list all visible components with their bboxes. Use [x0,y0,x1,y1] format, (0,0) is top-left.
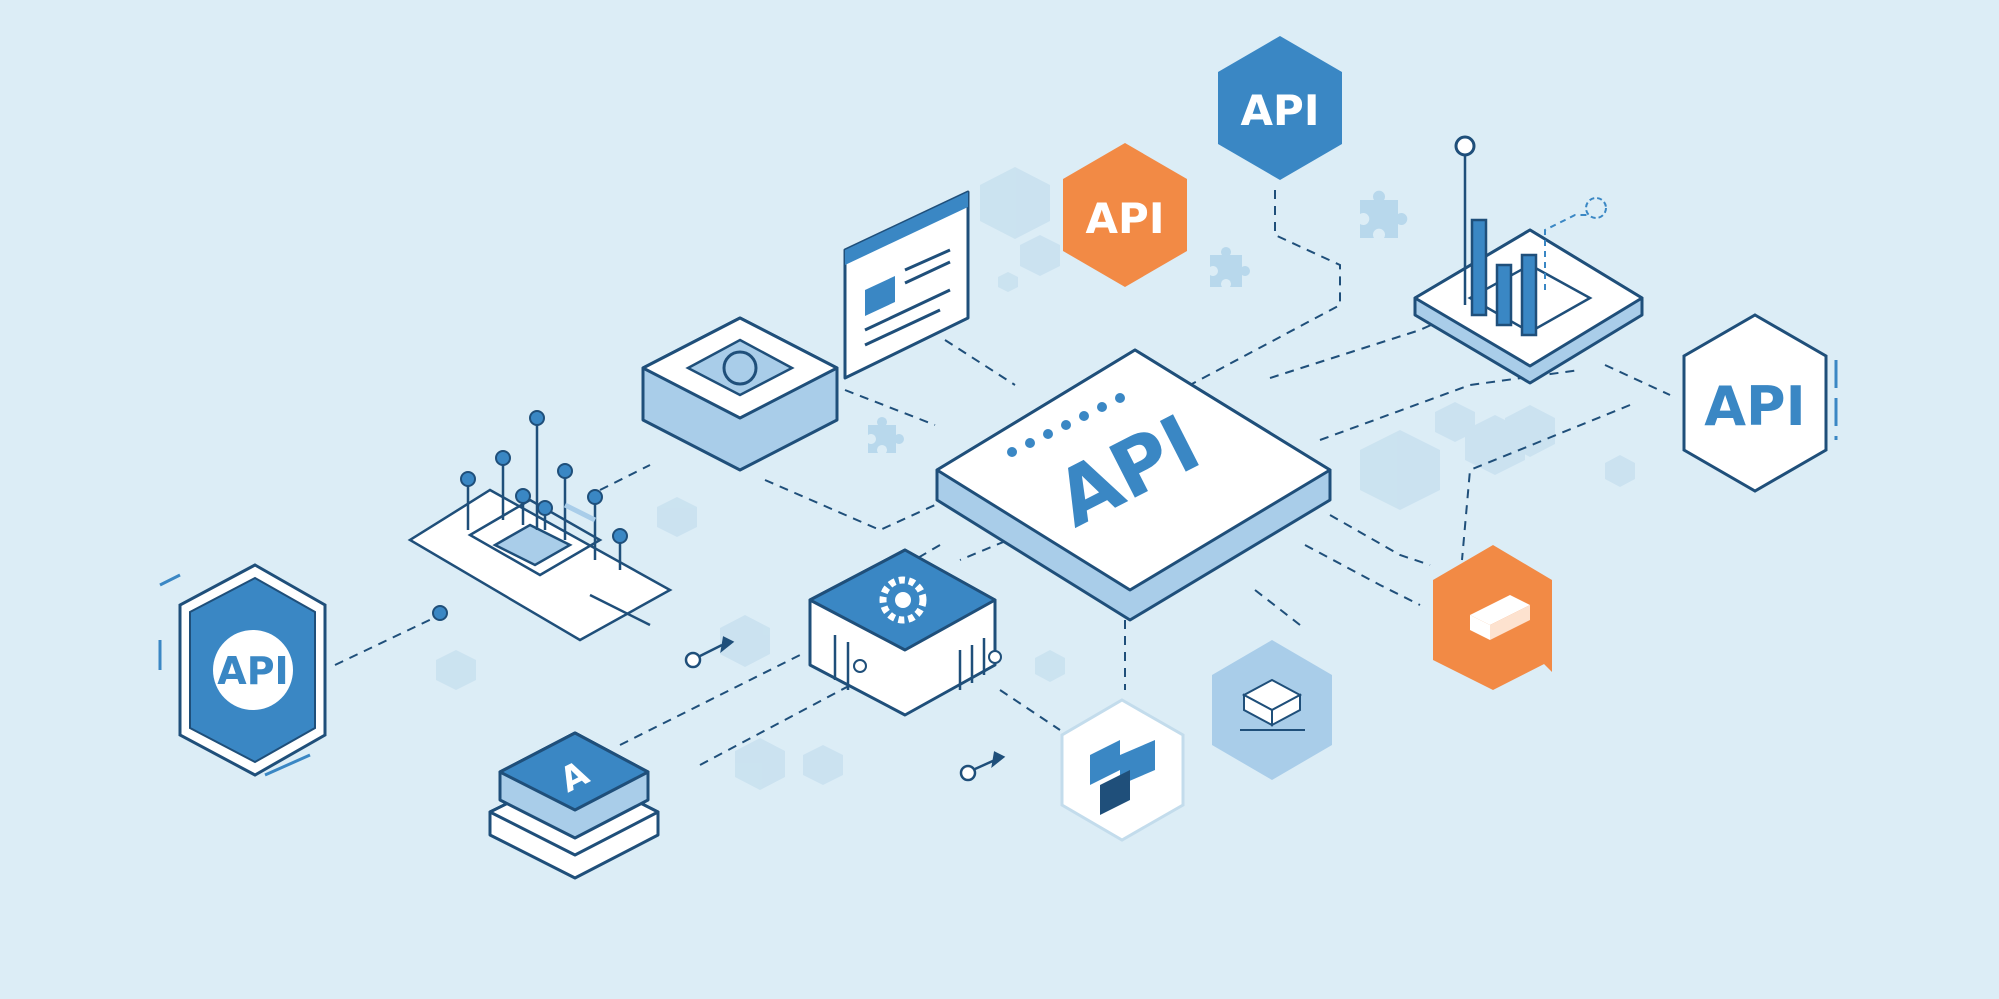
sync-device-icon[interactable] [641,316,839,472]
right-api-hex-label: API [1704,375,1805,438]
orange-data-hex[interactable] [1433,545,1552,690]
left-api-hex-label: API [217,649,288,693]
api-hub-block[interactable]: API [935,348,1332,622]
layers-icon[interactable]: A [488,731,660,880]
connector-arrow-icon [684,636,1006,782]
cloud-stack-icon[interactable] [1212,640,1332,780]
top-api-hex-label: API [1241,86,1320,135]
web-page-icon[interactable] [843,190,970,380]
right-api-hex[interactable]: API [1682,313,1838,493]
integration-hex-icon[interactable] [1060,698,1185,842]
orange-api-hex[interactable]: API [1063,143,1187,287]
top-api-hex[interactable]: API [1218,36,1342,180]
orange-api-hex-label: API [1086,194,1165,243]
hub-indicator-dots [1007,393,1125,457]
left-api-hex[interactable]: API [158,563,327,777]
background-hexagons [436,167,1635,790]
circuit-chip-icon[interactable] [407,410,673,642]
server-gear-icon[interactable] [808,548,1002,717]
gear-icon [879,576,927,624]
puzzle-icon [868,190,1408,453]
bar-chart-platform-icon[interactable] [1413,135,1644,385]
